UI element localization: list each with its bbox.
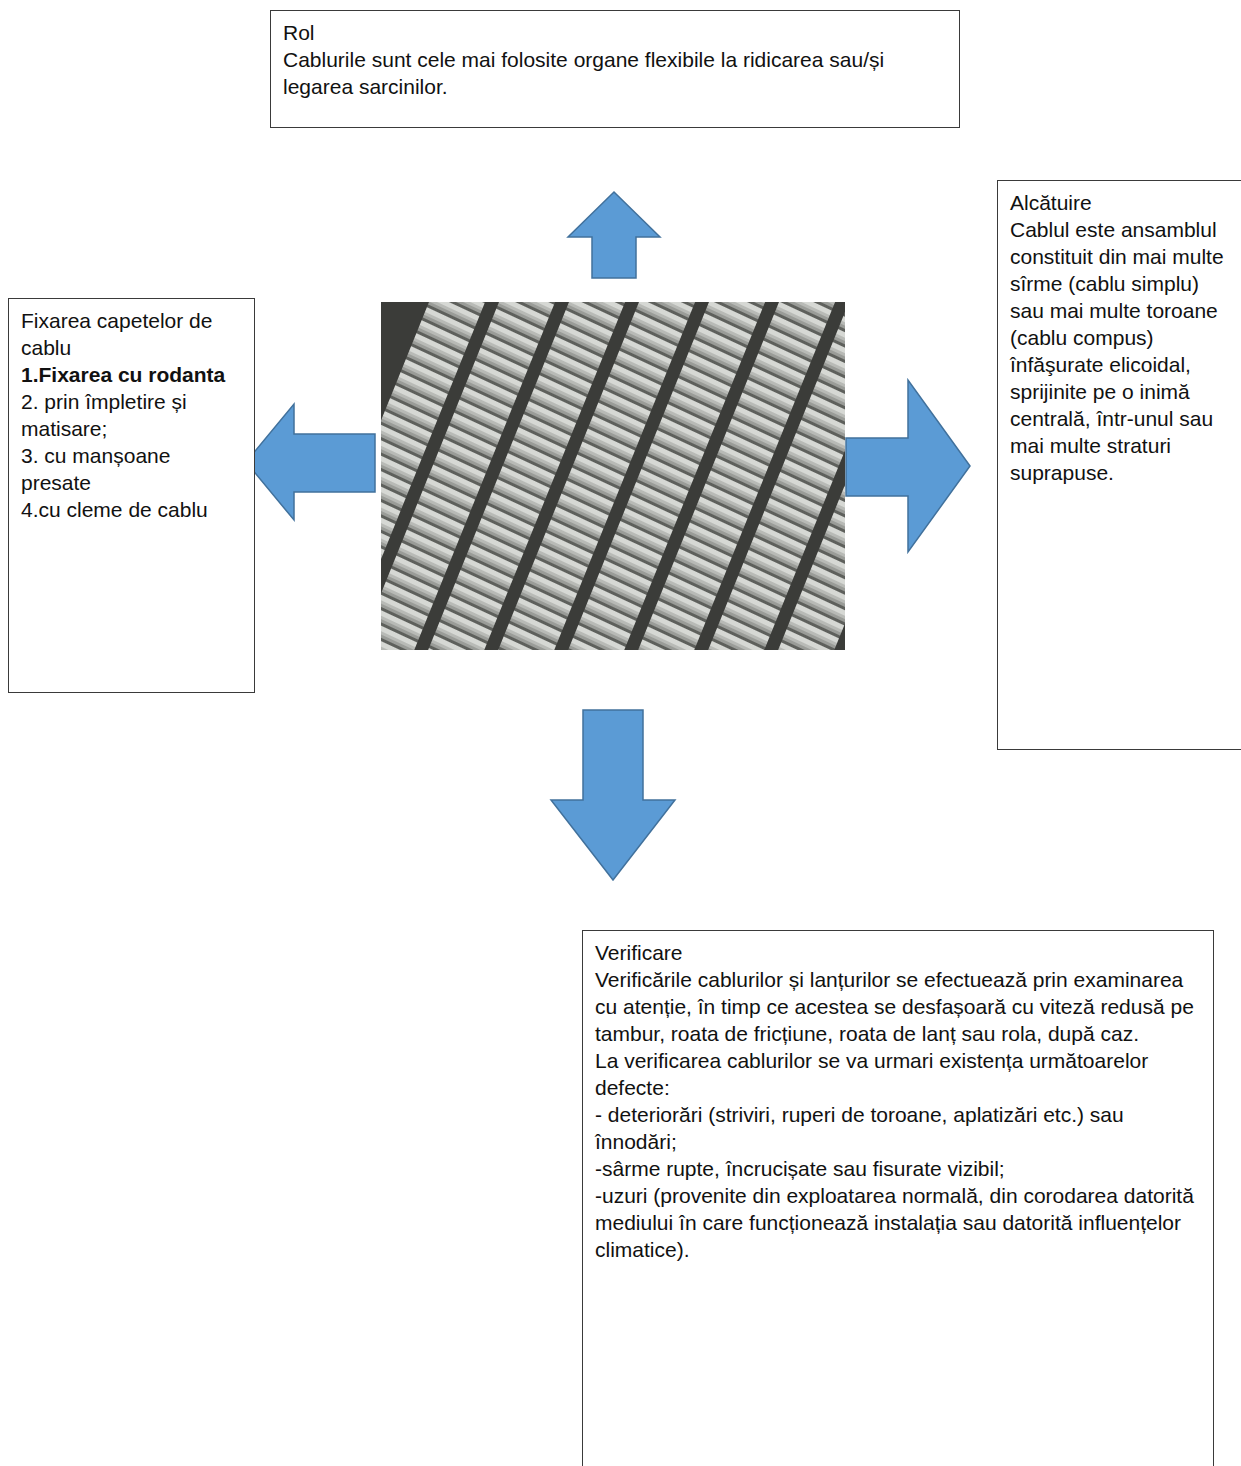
arrow-right bbox=[846, 380, 970, 552]
text-box: VerificareVerificările cablurilor și lan… bbox=[582, 930, 1214, 1466]
box-heading: Verificare bbox=[595, 939, 1201, 966]
box-text: Cablurile sunt cele mai folosite organe … bbox=[283, 46, 947, 100]
box-text: -sârme rupte, încrucișate sau fisurate v… bbox=[595, 1155, 1201, 1182]
box-text: 3. cu manșoane presate bbox=[21, 442, 242, 496]
box-heading: Alcătuire bbox=[1010, 189, 1229, 216]
box-text: 2. prin împletire și matisare; bbox=[21, 388, 242, 442]
arrow-left bbox=[246, 404, 375, 520]
text-box: Fixarea capetelor de cablu1.Fixarea cu r… bbox=[8, 298, 255, 693]
box-text: Cablul este ansamblul constituit din mai… bbox=[1010, 216, 1229, 486]
box-text: -uzuri (provenite din exploatarea normal… bbox=[595, 1182, 1201, 1263]
box-text: - deteriorări (striviri, ruperi de toroa… bbox=[595, 1101, 1201, 1155]
text-box: RolCablurile sunt cele mai folosite orga… bbox=[270, 10, 960, 128]
text-box: AlcătuireCablul este ansamblul constitui… bbox=[997, 180, 1241, 750]
box-text: La verificarea cablurilor se va urmari e… bbox=[595, 1047, 1201, 1101]
box-text: 1.Fixarea cu rodanta bbox=[21, 361, 242, 388]
box-text: 4.cu cleme de cablu bbox=[21, 496, 242, 523]
arrow-down bbox=[551, 710, 675, 880]
box-heading: Rol bbox=[283, 19, 947, 46]
box-text: Verificările cablurilor și lanțurilor se… bbox=[595, 966, 1201, 1047]
block-arrows bbox=[246, 192, 970, 880]
arrow-up bbox=[568, 192, 660, 278]
box-heading: Fixarea capetelor de cablu bbox=[21, 307, 242, 361]
